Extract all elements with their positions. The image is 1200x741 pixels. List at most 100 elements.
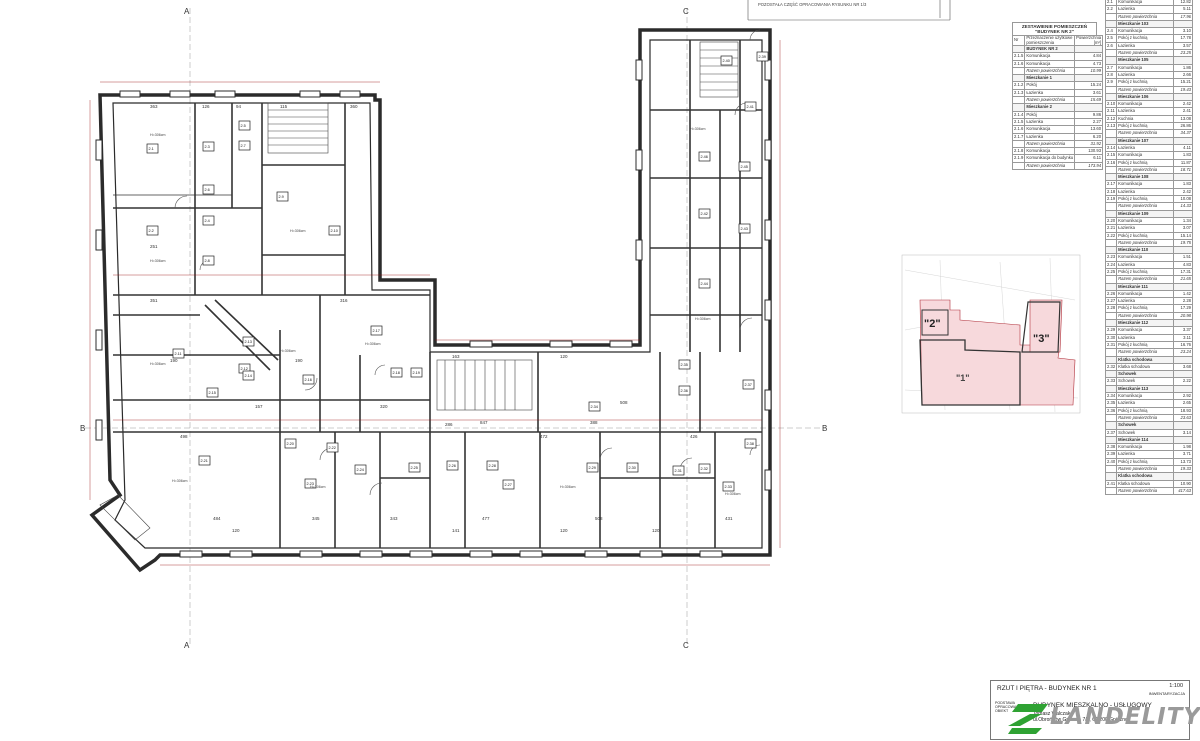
author-address: ul.Obrońców Gniezna 7/2, 62-200 Gniezno	[1033, 717, 1128, 723]
cell-nr: 2.18	[1104, 187, 1118, 197]
cell-area: 3.68	[1172, 362, 1194, 372]
room-number-tag: 2.7	[238, 140, 251, 151]
cell-name: Komunikacja	[1024, 125, 1076, 134]
room-tag-box	[202, 141, 215, 152]
cell-nr: 2.25	[1104, 267, 1118, 277]
room-tag-box	[304, 478, 317, 489]
room-tag-box	[390, 367, 403, 378]
room-number-tag: 2.27	[502, 479, 515, 490]
cell-name: Pokój z kuchnią	[1116, 78, 1174, 87]
cell-area: 4.73	[1074, 59, 1104, 68]
cell-name: Łazienka	[1116, 399, 1174, 408]
cell-nr	[1011, 74, 1026, 83]
room-number: 2.20	[287, 442, 294, 446]
room-number: 2.30	[629, 466, 636, 470]
cell-nr	[1011, 44, 1026, 54]
cell-area: 1.86	[1172, 63, 1194, 72]
cell-name: Łazienka	[1116, 260, 1174, 270]
drawing-title: RZUT I PIĘTRA - BUDYNEK NR 1	[997, 685, 1097, 692]
room-number-tag: 2.33	[722, 481, 735, 492]
cell-area: 173.94	[1074, 161, 1104, 171]
cell-nr: 2.4	[1104, 27, 1118, 36]
room-tag-box	[238, 140, 251, 151]
cell-nr	[1104, 486, 1118, 496]
height-label: H=306cm	[695, 317, 710, 321]
cell-area: 6.11	[1074, 154, 1104, 163]
cell-area	[1172, 282, 1194, 291]
room-number: 2.12	[241, 367, 248, 371]
room-number: 2.7	[241, 144, 246, 148]
cell-area: 2.27	[1074, 117, 1104, 127]
room-tag-box	[238, 120, 251, 131]
room-number: 2.25	[411, 466, 418, 470]
cell-nr: 2.40	[1104, 457, 1118, 467]
room-number: 2.21	[201, 459, 208, 463]
room-number-tag: 2.14	[242, 370, 255, 381]
dim-label: 847	[480, 420, 488, 425]
room-tag-box	[146, 143, 159, 154]
cell-area: 13.60	[1074, 125, 1104, 134]
room-number: 2.36	[681, 389, 688, 393]
stairs	[99, 41, 739, 541]
room-number-tag: 2.41	[744, 101, 757, 112]
cell-area: 23.25	[1172, 49, 1194, 58]
cell-nr: 2.35	[1104, 399, 1118, 408]
section-c-top: C	[683, 7, 689, 16]
dim-label: 360	[350, 104, 358, 109]
cell-area: 2.41	[1172, 107, 1194, 116]
cell-name: Razem powierzchnia	[1116, 311, 1174, 321]
cell-nr	[1104, 464, 1118, 474]
dim-label: 163	[452, 354, 460, 359]
cell-area	[1172, 472, 1194, 481]
cell-area: 130.93	[1074, 147, 1104, 156]
room-number: 2.42	[701, 212, 708, 216]
cell-name: Mieszkanie 105	[1116, 56, 1174, 65]
room-number: 2.6	[205, 188, 210, 192]
cell-nr: 2.28	[1104, 304, 1118, 313]
cell-name: Mieszkanie 109	[1116, 209, 1174, 218]
room-tag-box	[698, 208, 711, 219]
cell-nr	[1011, 161, 1026, 171]
cell-name: Komunikacja	[1024, 52, 1076, 61]
room-number: 2.4	[205, 219, 210, 223]
cell-area: 2.65	[1172, 399, 1194, 408]
room-tag-box	[744, 438, 757, 449]
cell-nr	[1104, 472, 1118, 481]
logo-text: LANDELITY	[1050, 704, 1200, 730]
section-a-bottom: A	[184, 641, 190, 650]
cell-nr	[1104, 413, 1118, 423]
cell-area: 23.24	[1172, 348, 1194, 357]
cell-area	[1074, 44, 1104, 54]
header-nr: Nr	[1011, 35, 1026, 46]
cell-area	[1172, 56, 1194, 65]
room-number-tag: 2.40	[720, 55, 733, 66]
cell-area: 3.57	[1172, 41, 1194, 51]
cell-nr: 2.38	[1104, 443, 1118, 452]
cell-name: Łazienka	[1116, 450, 1174, 459]
cell-area: 18.71	[1172, 165, 1194, 175]
landelity-logo: LANDELITY	[1008, 700, 1200, 740]
cell-nr: 2.30	[1104, 333, 1118, 342]
cell-area: 1.83	[1172, 151, 1194, 160]
section-b-right: B	[822, 424, 827, 433]
room-tag-box	[302, 374, 315, 385]
room-tag-box	[198, 455, 211, 466]
cell-name: Pokój	[1024, 110, 1076, 119]
cell-area: 10.08	[1172, 194, 1194, 204]
cell-nr	[1104, 129, 1118, 138]
cell-nr	[1104, 136, 1118, 145]
cell-nr: 2.1	[1104, 0, 1118, 7]
